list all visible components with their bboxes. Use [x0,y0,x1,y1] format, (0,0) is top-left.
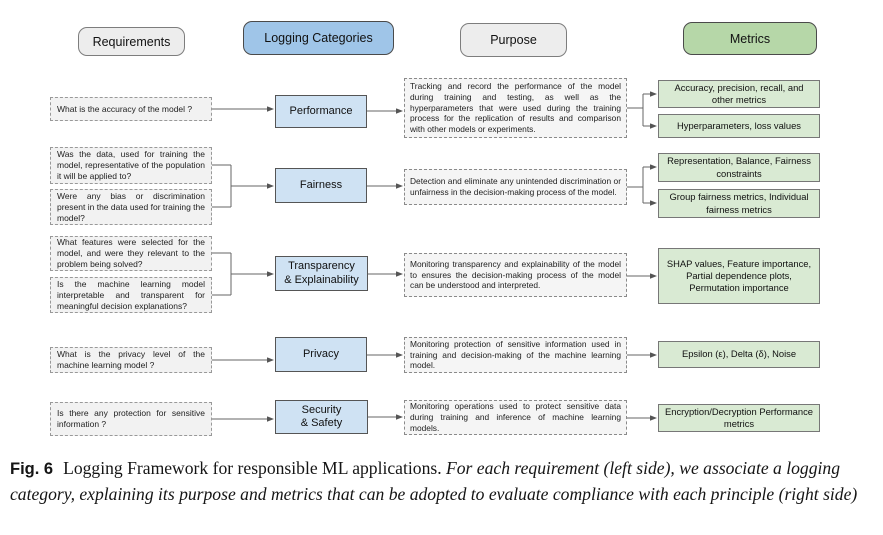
category-box-performance: Performance [275,95,367,128]
category-box-privacy: Privacy [275,337,367,372]
metric-box-privacy: Epsilon (ε), Delta (δ), Noise [658,341,820,368]
metric-box-security: Encryption/Decryption Performance metric… [658,404,820,432]
caption-note: For each requirement (left side), we ass… [10,458,858,504]
purpose-box-security: Monitoring operations used to protect se… [404,400,627,435]
requirement-box-fairness-1: Was the data, used for training the mode… [50,147,212,184]
row-performance-connectors [212,91,657,129]
row-privacy-connectors [212,352,657,363]
purpose-text: Detection and eliminate any unintended d… [410,176,621,197]
metric-box-performance-1: Accuracy, precision, recall, and other m… [658,80,820,108]
caption-title: Logging Framework for responsible ML app… [63,458,442,478]
category-box-security: Security & Safety [275,400,368,434]
purpose-box-transparency: Monitoring transparency and explainabili… [404,253,627,297]
requirement-text: Was the data, used for training the mode… [57,149,205,181]
requirement-box-privacy: What is the privacy level of the machine… [50,347,212,373]
requirement-text: What is the privacy level of the machine… [57,349,205,370]
purpose-text: Monitoring protection of sensitive infor… [410,338,621,371]
category-box-fairness: Fairness [275,168,367,203]
purpose-box-fairness: Detection and eliminate any unintended d… [404,169,627,205]
requirement-box-security: Is there any protection for sensitive in… [50,402,212,436]
header-purpose: Purpose [460,23,567,57]
requirement-text: What is the accuracy of the model ? [57,103,193,114]
header-logging-categories: Logging Categories [243,21,394,55]
metric-box-transparency: SHAP values, Feature importance, Partial… [658,248,820,304]
metric-box-performance-2: Hyperparameters, loss values [658,114,820,138]
row-fairness-connectors [212,164,657,208]
row-transparency-connectors [212,252,657,296]
purpose-text: Tracking and record the performance of t… [410,81,621,135]
category-box-transparency: Transparency & Explainability [275,256,368,291]
purpose-box-privacy: Monitoring protection of sensitive infor… [404,337,627,373]
caption-fig-label: Fig. 6 [10,460,54,478]
purpose-text: Monitoring transparency and explainabili… [410,258,621,291]
purpose-text: Monitoring operations used to protect se… [410,401,621,433]
purpose-box-performance: Tracking and record the performance of t… [404,78,627,138]
metric-box-fairness-2: Group fairness metrics, Individual fairn… [658,189,820,218]
requirement-text: Is there any protection for sensitive in… [57,408,205,429]
requirement-text: Were any bias or discrimination present … [57,190,205,223]
figure-caption: Fig. 6 Logging Framework for responsible … [10,456,876,506]
requirement-box-transparency-1: What features were selected for the mode… [50,236,212,271]
header-requirements: Requirements [78,27,185,56]
requirement-box-fairness-2: Were any bias or discrimination present … [50,189,212,225]
row-security-connectors [212,414,657,422]
requirement-text: Is the machine learning model interpreta… [57,278,205,311]
requirement-text: What features were selected for the mode… [57,237,205,269]
header-metrics: Metrics [683,22,817,55]
requirement-box-transparency-2: Is the machine learning model interpreta… [50,277,212,313]
requirement-box-performance: What is the accuracy of the model ? [50,97,212,121]
metric-box-fairness-1: Representation, Balance, Fairness constr… [658,153,820,182]
